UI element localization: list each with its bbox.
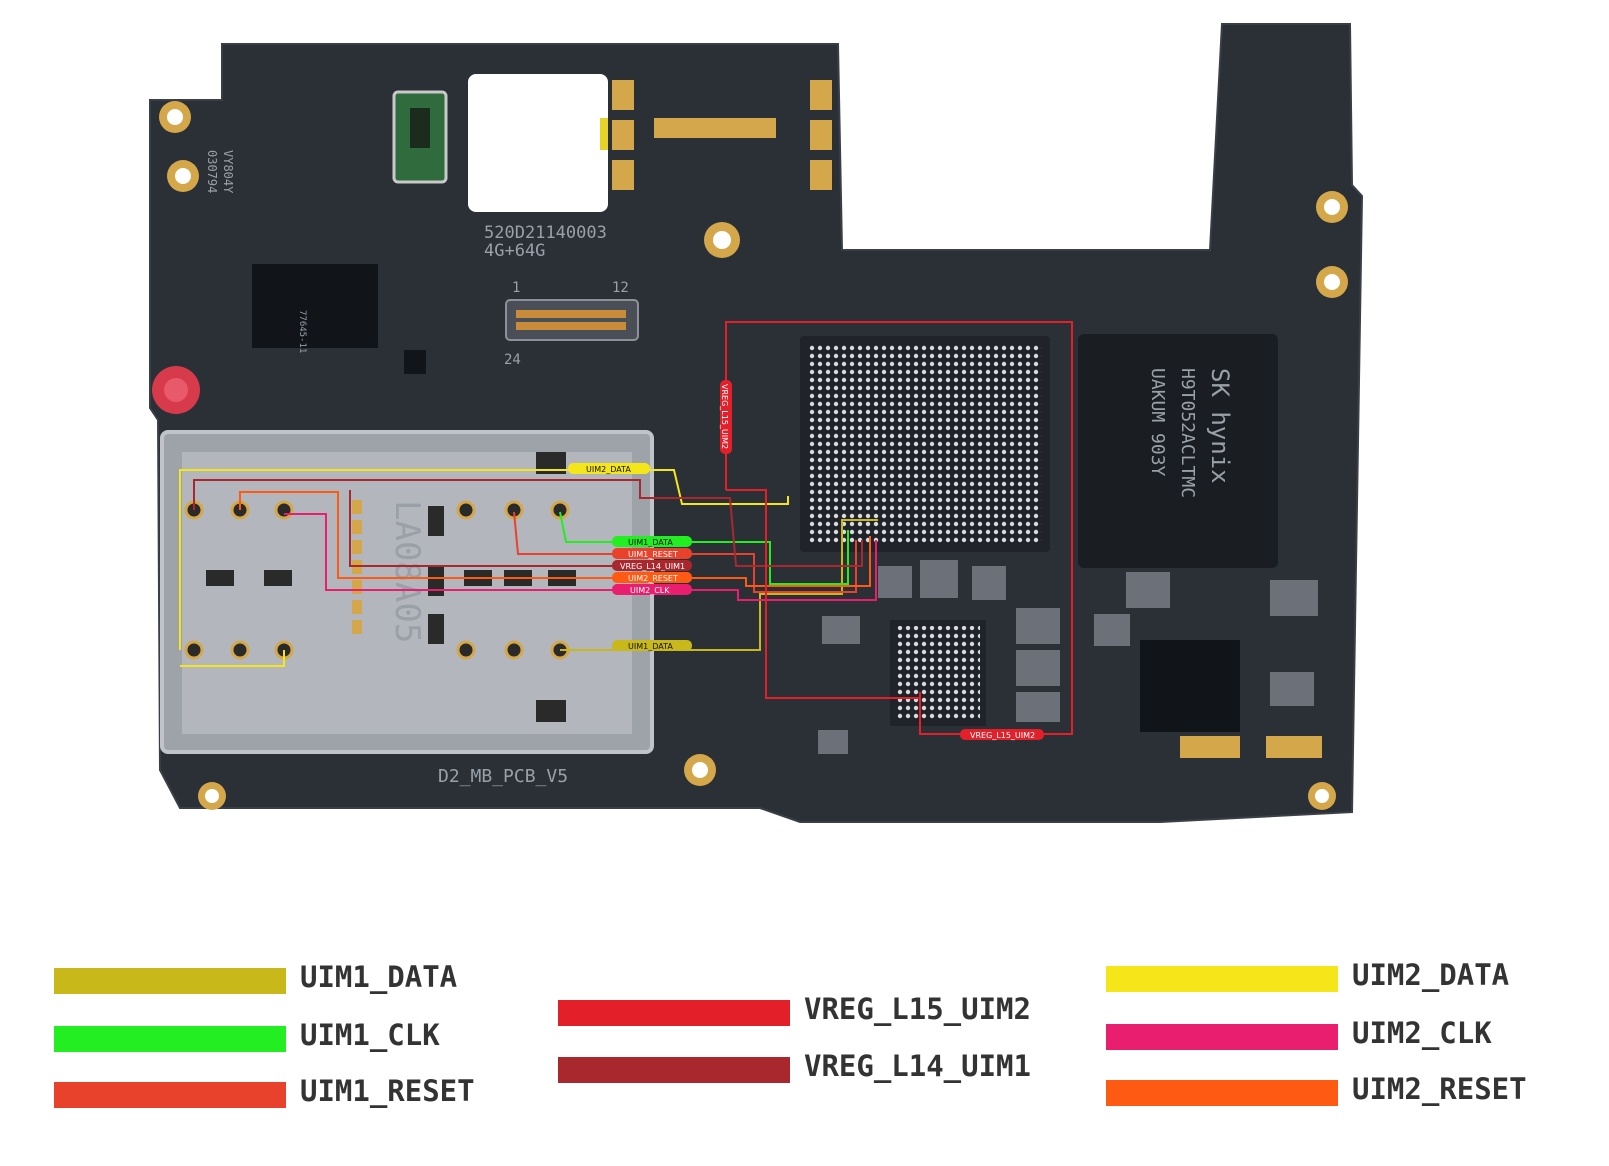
legend-label: UIM2_DATA [1352, 958, 1510, 992]
chip-part: H9T052ACLTMC [1177, 368, 1198, 498]
camera-cutout [468, 74, 608, 212]
chip-sub: UAKUM 903Y [1147, 368, 1168, 477]
connector-pin-12: 12 [612, 280, 629, 296]
svg-text:77645-11: 77645-11 [297, 310, 307, 353]
svg-text:UIM1_DATA: UIM1_DATA [628, 642, 673, 651]
trace-uim1-clk [559, 511, 849, 585]
tag-vreg-l14: VREG_L14_UIM1 [612, 560, 692, 571]
svg-text:UIM2_DATA: UIM2_DATA [586, 465, 631, 474]
legend-swatch [558, 1057, 790, 1083]
sim-contacts [184, 500, 570, 660]
sim-tray-marking: LA08A05 [387, 500, 427, 643]
board-model-code: 520D21140003 [484, 223, 607, 243]
memory-chip [1078, 334, 1278, 568]
legend-label: UIM1_DATA [300, 960, 458, 994]
mounting-holes [159, 101, 1348, 810]
trace-uim1-reset [513, 511, 857, 593]
legend-swatch [54, 1082, 286, 1108]
svg-text:UIM1_RESET: UIM1_RESET [628, 550, 678, 559]
tag-uim1-data-top: UIM1_DATA [612, 536, 692, 547]
tag-vreg-l15-vertical: VREG_L15_UIM2 [720, 380, 732, 454]
tag-uim2-data: UIM2_DATA [568, 463, 650, 474]
legend-swatch [1106, 966, 1338, 992]
tag-uim2-clk: UIM2_CLK [612, 584, 692, 595]
legend-label: UIM2_RESET [1352, 1072, 1527, 1106]
svg-text:UIM2_RESET: UIM2_RESET [628, 574, 678, 583]
svg-text:VREG_L15_UIM2: VREG_L15_UIM2 [720, 384, 729, 449]
legend-label: VREG_L15_UIM2 [804, 992, 1031, 1026]
net-legend: UIM1_DATA UIM1_CLK UIM1_RESET VREG_L15_U… [0, 880, 1609, 1166]
legend-swatch [1106, 1024, 1338, 1050]
svg-text:VREG_L15_UIM2: VREG_L15_UIM2 [970, 731, 1035, 740]
inductors [818, 560, 1318, 754]
rf-chip [252, 264, 378, 348]
tag-vreg-l15-bottom: VREG_L15_UIM2 [960, 729, 1044, 740]
trace-vreg-l14 [193, 479, 863, 567]
legend-swatch [54, 968, 286, 994]
legend-label: UIM1_CLK [300, 1018, 440, 1052]
connector-pin-1: 1 [512, 280, 520, 296]
legend-swatch [1106, 1080, 1338, 1106]
trace-uim1-data [560, 519, 878, 651]
tag-uim1-data-bottom: UIM1_DATA [612, 640, 692, 651]
tag-uim2-reset: UIM2_RESET [612, 572, 692, 583]
pcb-board-image: 77645-11 LA08A05 [149, 23, 1364, 823]
legend-label: VREG_L14_UIM1 [804, 1049, 1031, 1083]
trace-uim2-data [179, 469, 789, 650]
board-serial: VY804Y [221, 150, 235, 194]
board-connector [505, 299, 639, 341]
legend-swatch [558, 1000, 790, 1026]
board-pcb-name: D2_MB_PCB_V5 [438, 766, 568, 787]
trace-uim2-reset [239, 491, 871, 587]
legend-swatch [54, 1026, 286, 1052]
connector-pin-24: 24 [504, 352, 521, 368]
legend-label: UIM2_CLK [1352, 1016, 1492, 1050]
board-serial-2: 030794 [205, 150, 219, 193]
svg-text:UIM2_CLK: UIM2_CLK [630, 586, 670, 595]
svg-text:UIM1_DATA: UIM1_DATA [628, 538, 673, 547]
svg-text:VREG_L14_UIM1: VREG_L14_UIM1 [620, 562, 685, 571]
chip-brand: SK hynix [1206, 368, 1234, 484]
gold-pads-top [600, 80, 832, 190]
trace-uim2-clk [284, 513, 877, 601]
trace-vreg-l15 [725, 321, 1073, 735]
tag-uim1-reset: UIM1_RESET [612, 548, 692, 559]
legend-label: UIM1_RESET [300, 1074, 475, 1108]
board-memory-label: 4G+64G [484, 241, 545, 261]
